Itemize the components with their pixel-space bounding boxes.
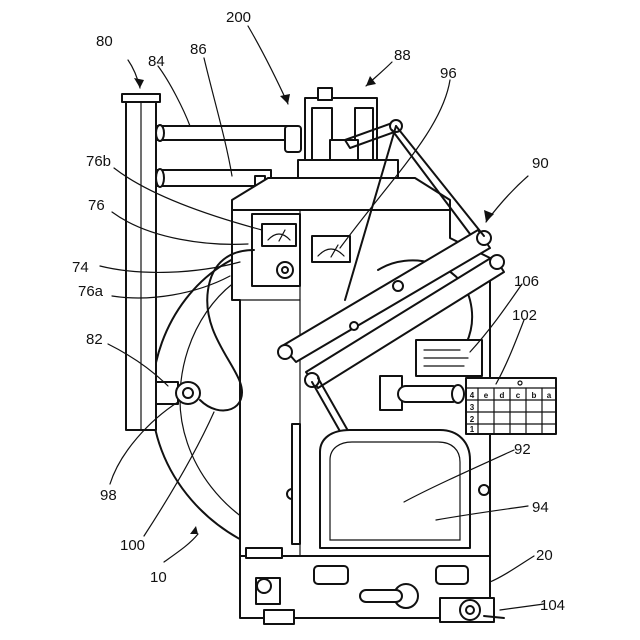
callout-92: 92	[514, 441, 531, 458]
horizontal-arm-86	[156, 170, 271, 186]
post-cap	[122, 94, 160, 102]
callout-88: 88	[394, 47, 411, 64]
callout-76: 76	[88, 197, 105, 214]
table-col-a: a	[547, 391, 552, 400]
callout-96: 96	[440, 65, 457, 82]
meter-76-face	[262, 224, 296, 246]
table-row-1: 1	[470, 425, 475, 434]
callout-104: 104	[540, 597, 565, 614]
callout-76a: 76a	[78, 283, 104, 300]
callout-86: 86	[190, 41, 207, 58]
callout-98: 98	[100, 487, 117, 504]
cover-window	[320, 430, 470, 548]
table-col-b: b	[532, 391, 537, 400]
table-col-4: 4	[470, 391, 475, 400]
table-col-c: c	[516, 391, 521, 400]
housing-lid	[232, 178, 450, 210]
table-col-e: e	[484, 391, 489, 400]
callout-106: 106	[514, 273, 539, 290]
table-row-3: 3	[470, 403, 475, 412]
callout-82: 82	[86, 331, 103, 348]
spindle-handle	[398, 386, 460, 402]
callout-74: 74	[72, 259, 89, 276]
callout-200: 200	[226, 9, 251, 26]
callout-100: 100	[120, 537, 145, 554]
callout-10: 10	[150, 569, 167, 586]
callout-90: 90	[532, 155, 549, 172]
callout-84: 84	[148, 53, 165, 70]
callout-94: 94	[532, 499, 549, 516]
callout-76b: 76b	[86, 153, 111, 170]
table-row-2: 2	[470, 415, 475, 424]
table-col-d: d	[500, 391, 505, 400]
callout-80: 80	[96, 33, 113, 50]
callout-20: 20	[536, 547, 553, 564]
callout-102: 102	[512, 307, 537, 324]
